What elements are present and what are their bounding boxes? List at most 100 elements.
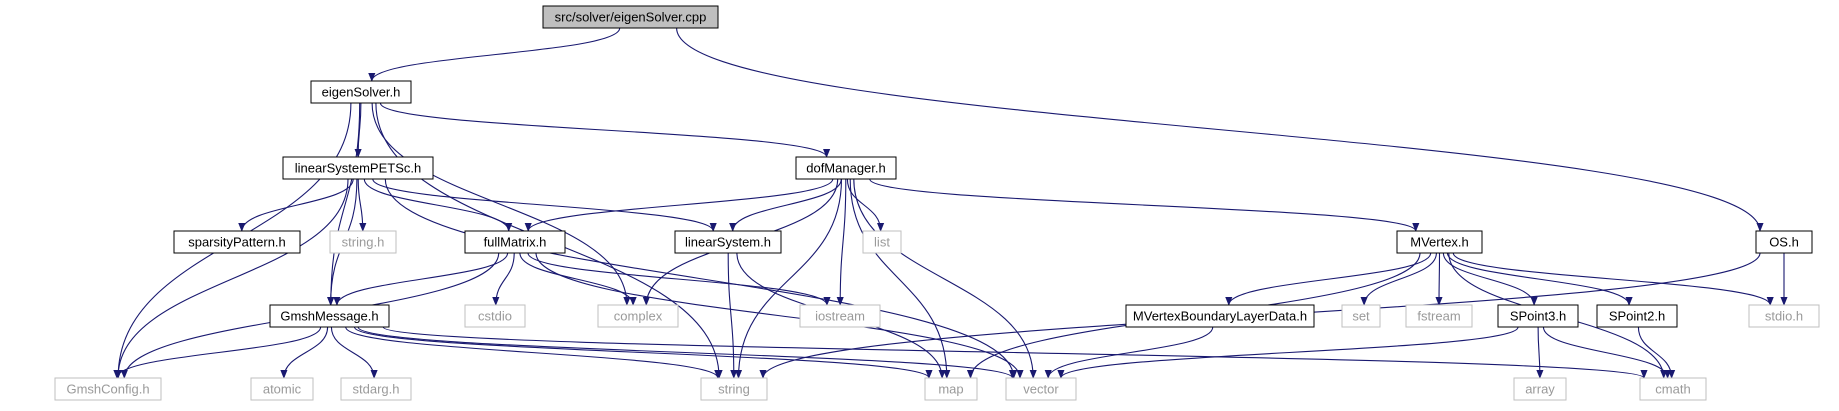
edge-line: [1637, 326, 1676, 379]
node-box: [1596, 304, 1678, 328]
node-fstream[interactable]: fstream: [1405, 304, 1473, 328]
node-linear-system[interactable]: linearSystem.h: [674, 230, 782, 254]
node-label: sparsityPattern.h: [188, 235, 286, 250]
node-os[interactable]: OS.h: [1755, 230, 1813, 254]
node-complex[interactable]: complex: [597, 304, 679, 328]
node-spoint3[interactable]: SPoint3.h: [1497, 304, 1579, 328]
node-gmsh-message[interactable]: GmshMessage.h: [269, 304, 390, 328]
edge-line: [1536, 326, 1544, 379]
edge-line: [1225, 252, 1432, 306]
node-box: [173, 230, 301, 254]
node-set[interactable]: set: [1341, 304, 1381, 328]
node-label: fullMatrix.h: [484, 235, 547, 250]
node-box: [250, 377, 314, 401]
edge-line: [1452, 252, 1774, 306]
node-cstdio[interactable]: cstdio: [464, 304, 526, 328]
edge-line: [1446, 252, 1633, 306]
edge-linear-system-to-string: [727, 252, 738, 379]
edge-linear-system-petsc-to-linear-system: [372, 178, 717, 232]
node-label: fstream: [1417, 309, 1460, 324]
node-label: string: [718, 382, 750, 397]
node-map[interactable]: map: [924, 377, 978, 401]
node-string-h[interactable]: string.h: [329, 230, 397, 254]
node-box: [1497, 304, 1579, 328]
node-label: linearSystem.h: [685, 235, 771, 250]
edge-gmsh-message-to-string: [345, 326, 722, 379]
edge-line: [849, 178, 951, 379]
node-label: list: [874, 235, 890, 250]
edge-line: [345, 326, 722, 379]
edge-full-matrix-to-cstdio: [492, 252, 515, 306]
node-box: [1405, 304, 1473, 328]
edge-line: [330, 326, 378, 379]
edge-mvertex-to-mvertex-boundary-layer-data: [1225, 252, 1432, 306]
node-label: map: [938, 382, 963, 397]
node-label: string.h: [342, 235, 385, 250]
node-label: GmshConfig.h: [66, 382, 149, 397]
edge-line: [113, 326, 322, 379]
node-label: complex: [614, 309, 663, 324]
edge-line: [379, 102, 831, 158]
node-box: [597, 304, 679, 328]
node-label: vector: [1023, 382, 1059, 397]
node-label: iostream: [815, 309, 865, 324]
edge-line: [357, 178, 367, 232]
node-dof-manager[interactable]: dofManager.h: [795, 156, 897, 180]
edge-line: [238, 178, 354, 232]
node-full-matrix[interactable]: fullMatrix.h: [464, 230, 566, 254]
node-array[interactable]: array: [1513, 377, 1567, 401]
node-linear-system-petsc[interactable]: linearSystemPETSc.h: [282, 156, 434, 180]
node-mvertex[interactable]: MVertex.h: [1396, 230, 1483, 254]
node-mvertex-boundary-layer-data[interactable]: MVertexBoundaryLayerData.h: [1125, 304, 1315, 328]
node-box: [1396, 230, 1483, 254]
edge-full-matrix-to-gmsh-message: [333, 252, 509, 306]
node-label: GmshMessage.h: [280, 309, 378, 324]
node-box: [464, 230, 566, 254]
edge-line: [327, 102, 361, 306]
edge-full-matrix-to-complex: [519, 252, 637, 306]
edge-spoint3-to-vector: [1057, 326, 1519, 379]
edge-spoint3-to-cmath: [1542, 326, 1672, 379]
edge-line: [869, 178, 1420, 232]
node-gmsh-config[interactable]: GmshConfig.h: [54, 377, 162, 401]
edge-linear-system-petsc-to-string-h: [357, 178, 367, 232]
edge-eigen-solver-to-dof-manager: [379, 102, 831, 158]
edge-eigen-solver-to-linear-system-petsc: [354, 102, 362, 158]
node-label: cmath: [1655, 382, 1690, 397]
node-box: [310, 80, 412, 104]
edge-line: [727, 252, 738, 379]
node-sparsity-pattern[interactable]: sparsityPattern.h: [173, 230, 301, 254]
node-label: cstdio: [478, 309, 512, 324]
node-iostream[interactable]: iostream: [799, 304, 881, 328]
edge-dof-manager-to-map: [849, 178, 951, 379]
node-spoint2[interactable]: SPoint2.h: [1596, 304, 1678, 328]
node-vector[interactable]: vector: [1005, 377, 1077, 401]
node-box: [862, 230, 902, 254]
edge-src-to-eigen-solver: [368, 27, 621, 82]
node-list[interactable]: list: [862, 230, 902, 254]
node-src[interactable]: src/solver/eigenSolver.cpp: [542, 5, 719, 29]
node-eigen-solver[interactable]: eigenSolver.h: [310, 80, 412, 104]
node-cmath[interactable]: cmath: [1639, 377, 1707, 401]
node-box: [269, 304, 390, 328]
edge-line: [519, 252, 637, 306]
node-label: dofManager.h: [806, 161, 886, 176]
node-box: [340, 377, 412, 401]
edge-line: [384, 178, 1018, 379]
node-stdio-h[interactable]: stdio.h: [1748, 304, 1820, 328]
node-box: [1639, 377, 1707, 401]
node-string[interactable]: string: [700, 377, 768, 401]
node-atomic[interactable]: atomic: [250, 377, 314, 401]
node-box: [700, 377, 768, 401]
edge-dof-manager-to-mvertex: [869, 178, 1420, 232]
node-stdarg[interactable]: stdarg.h: [340, 377, 412, 401]
node-label: SPoint2.h: [1609, 309, 1665, 324]
edge-mvertex-to-stdio-h: [1452, 252, 1774, 306]
edge-line: [363, 178, 513, 232]
edge-line: [1542, 326, 1672, 379]
node-box: [1341, 304, 1381, 328]
node-label: set: [1352, 309, 1370, 324]
edge-gmsh-message-to-map: [353, 326, 933, 379]
edge-line: [371, 102, 631, 306]
edge-gmsh-message-to-cmath: [382, 326, 1648, 379]
